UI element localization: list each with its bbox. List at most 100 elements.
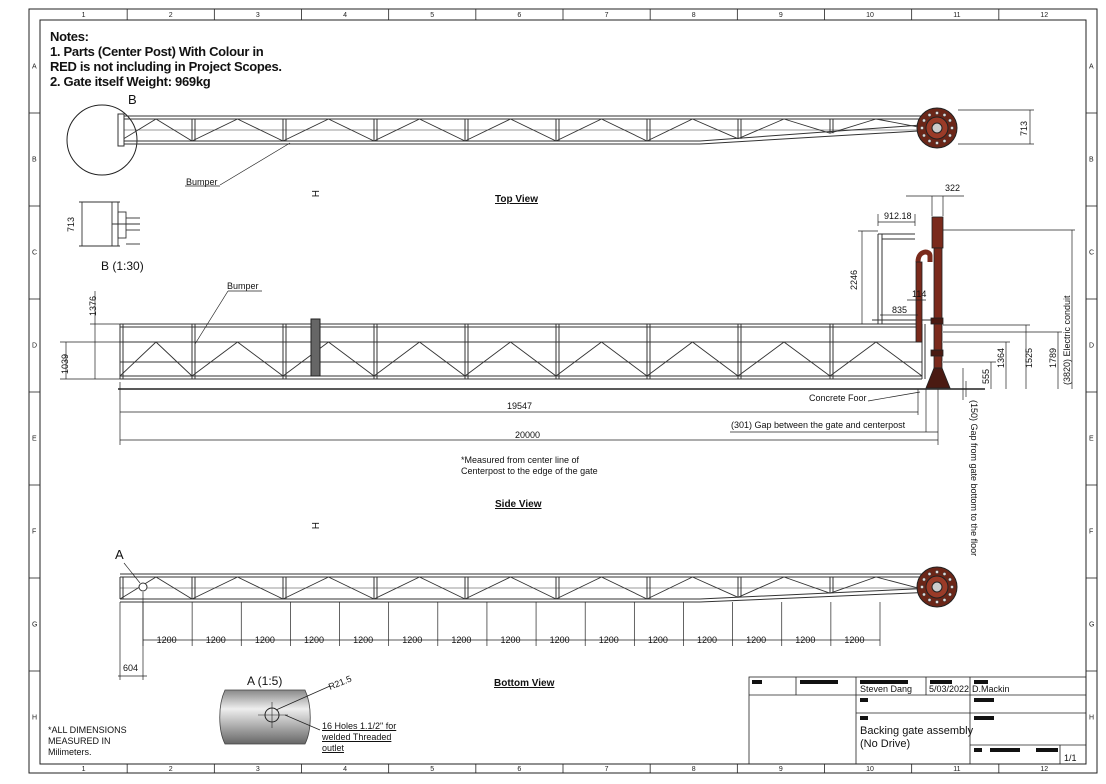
dim-2246: 2246 xyxy=(849,270,859,290)
spacing-dim: 1200 xyxy=(304,635,324,645)
spacing-dim: 1200 xyxy=(648,635,668,645)
tb-checker: D.Mackin xyxy=(972,684,1010,694)
side-diagonal xyxy=(191,341,238,377)
gap-floor-label: (150) Gap from gate bottom to the floor xyxy=(969,400,979,556)
detail-b-title: B (1:30) xyxy=(101,259,144,273)
top-hinge-disc xyxy=(916,107,958,149)
dim-835: 835 xyxy=(892,305,907,315)
truss-diagonal xyxy=(601,576,648,600)
tb-sheet: 1/1 xyxy=(1064,753,1077,763)
side-diagonal xyxy=(155,341,193,377)
bolt xyxy=(922,118,926,123)
grid-col-label: 2 xyxy=(169,12,173,19)
bottom-view-title: Bottom View xyxy=(494,678,555,689)
grid-col-label: 9 xyxy=(779,766,783,773)
truss-diagonal xyxy=(155,118,193,142)
truss-diagonal xyxy=(155,576,193,600)
tb-date: 5/03/2022 xyxy=(929,684,969,694)
truss-diagonal xyxy=(829,118,877,134)
side-diagonal xyxy=(328,341,375,377)
tb-designer: Steven Dang xyxy=(860,684,912,694)
bolt xyxy=(942,139,947,143)
tb-subtitle: (No Drive) xyxy=(860,738,910,750)
spacing-dim: 1200 xyxy=(501,635,521,645)
grid-row-label: H xyxy=(1089,715,1094,722)
truss-diagonal xyxy=(191,118,238,142)
truss-diagonal xyxy=(510,576,557,600)
grid-col-label: 4 xyxy=(343,12,347,19)
side-diagonal xyxy=(237,341,284,377)
truss-diagonal xyxy=(464,118,511,142)
truss-diagonal xyxy=(555,576,602,600)
top-dim-713 xyxy=(958,109,1034,145)
dims-note-2: MEASURED IN xyxy=(48,736,111,746)
side-diagonal xyxy=(737,341,785,377)
concrete-floor-label: Concrete Foor xyxy=(809,393,867,403)
truss-diagonal xyxy=(191,576,238,600)
side-diagonal xyxy=(373,341,420,377)
grid-row-label: F xyxy=(32,529,36,536)
spacing-dim: 1200 xyxy=(206,635,226,645)
truss-diagonal xyxy=(282,118,329,142)
grid-col-label: 10 xyxy=(866,766,874,773)
marker-a: A xyxy=(115,547,124,562)
holes-note-2: welded Threaded xyxy=(322,732,392,742)
spacing-dim: 1200 xyxy=(844,635,864,645)
notes-line-2: RED is not including in Project Scopes. xyxy=(50,59,282,74)
truss-diagonal xyxy=(875,576,923,590)
measured-note-2: Centerpost to the edge of the gate xyxy=(461,466,598,476)
truss-diagonal xyxy=(783,576,831,594)
side-diagonal xyxy=(464,341,511,377)
side-diagonal xyxy=(419,341,466,377)
truss-diagonal xyxy=(555,118,602,142)
top-view xyxy=(66,104,936,176)
spacing-dim: 1200 xyxy=(795,635,815,645)
grid-col-label: 1 xyxy=(82,12,86,19)
grid-row-label: D xyxy=(32,343,37,350)
truss-diagonal xyxy=(737,118,785,140)
side-diagonal xyxy=(783,341,831,377)
electric-conduit-label: (3820) Electric conduit xyxy=(1062,295,1072,385)
center-post xyxy=(915,216,951,389)
bottom-hinge-disc xyxy=(916,566,958,608)
truss-diagonal xyxy=(419,576,466,600)
grid-col-label: 7 xyxy=(605,12,609,19)
grid-col-label: 6 xyxy=(517,766,521,773)
grid-col-label: 5 xyxy=(430,766,434,773)
grid-row-label: A xyxy=(32,64,37,71)
truss-diagonal xyxy=(646,576,693,600)
truss-diagonal xyxy=(783,118,831,134)
bolt xyxy=(948,577,952,582)
title-block xyxy=(748,676,1087,765)
dim-19547: 19547 xyxy=(507,401,532,411)
bolt xyxy=(927,113,932,117)
bolt xyxy=(948,118,952,123)
grid-row-label: H xyxy=(32,715,37,722)
dim-114: 114 xyxy=(912,289,926,299)
spacing-dim: 1200 xyxy=(402,635,422,645)
bolt xyxy=(920,126,924,130)
bolt xyxy=(927,572,932,576)
truss-diagonal xyxy=(646,118,693,142)
grid-row-label: A xyxy=(1089,64,1094,71)
dim-322: 322 xyxy=(945,183,960,193)
grid-col-label: 10 xyxy=(866,12,874,19)
truss-diagonal xyxy=(875,118,923,129)
detail-b-circle xyxy=(66,104,138,176)
side-diagonal xyxy=(692,341,739,377)
notes-block: Notes: 1. Parts (Center Post) With Colou… xyxy=(50,29,282,89)
grid-col-label: 12 xyxy=(1040,766,1048,773)
grid-col-label: 11 xyxy=(953,766,960,773)
dims-note-3: Milimeters. xyxy=(48,747,92,757)
detail-b-drawing xyxy=(79,201,140,247)
grid-row-label: E xyxy=(32,436,37,443)
truss-diagonal xyxy=(282,576,329,600)
bolt xyxy=(927,139,932,143)
grid-row-label: G xyxy=(1089,622,1094,629)
grid-row-label: E xyxy=(1089,436,1094,443)
side-diagonal xyxy=(555,341,602,377)
grid-row-label: D xyxy=(1089,343,1094,350)
grid-row-label: C xyxy=(1089,250,1094,257)
